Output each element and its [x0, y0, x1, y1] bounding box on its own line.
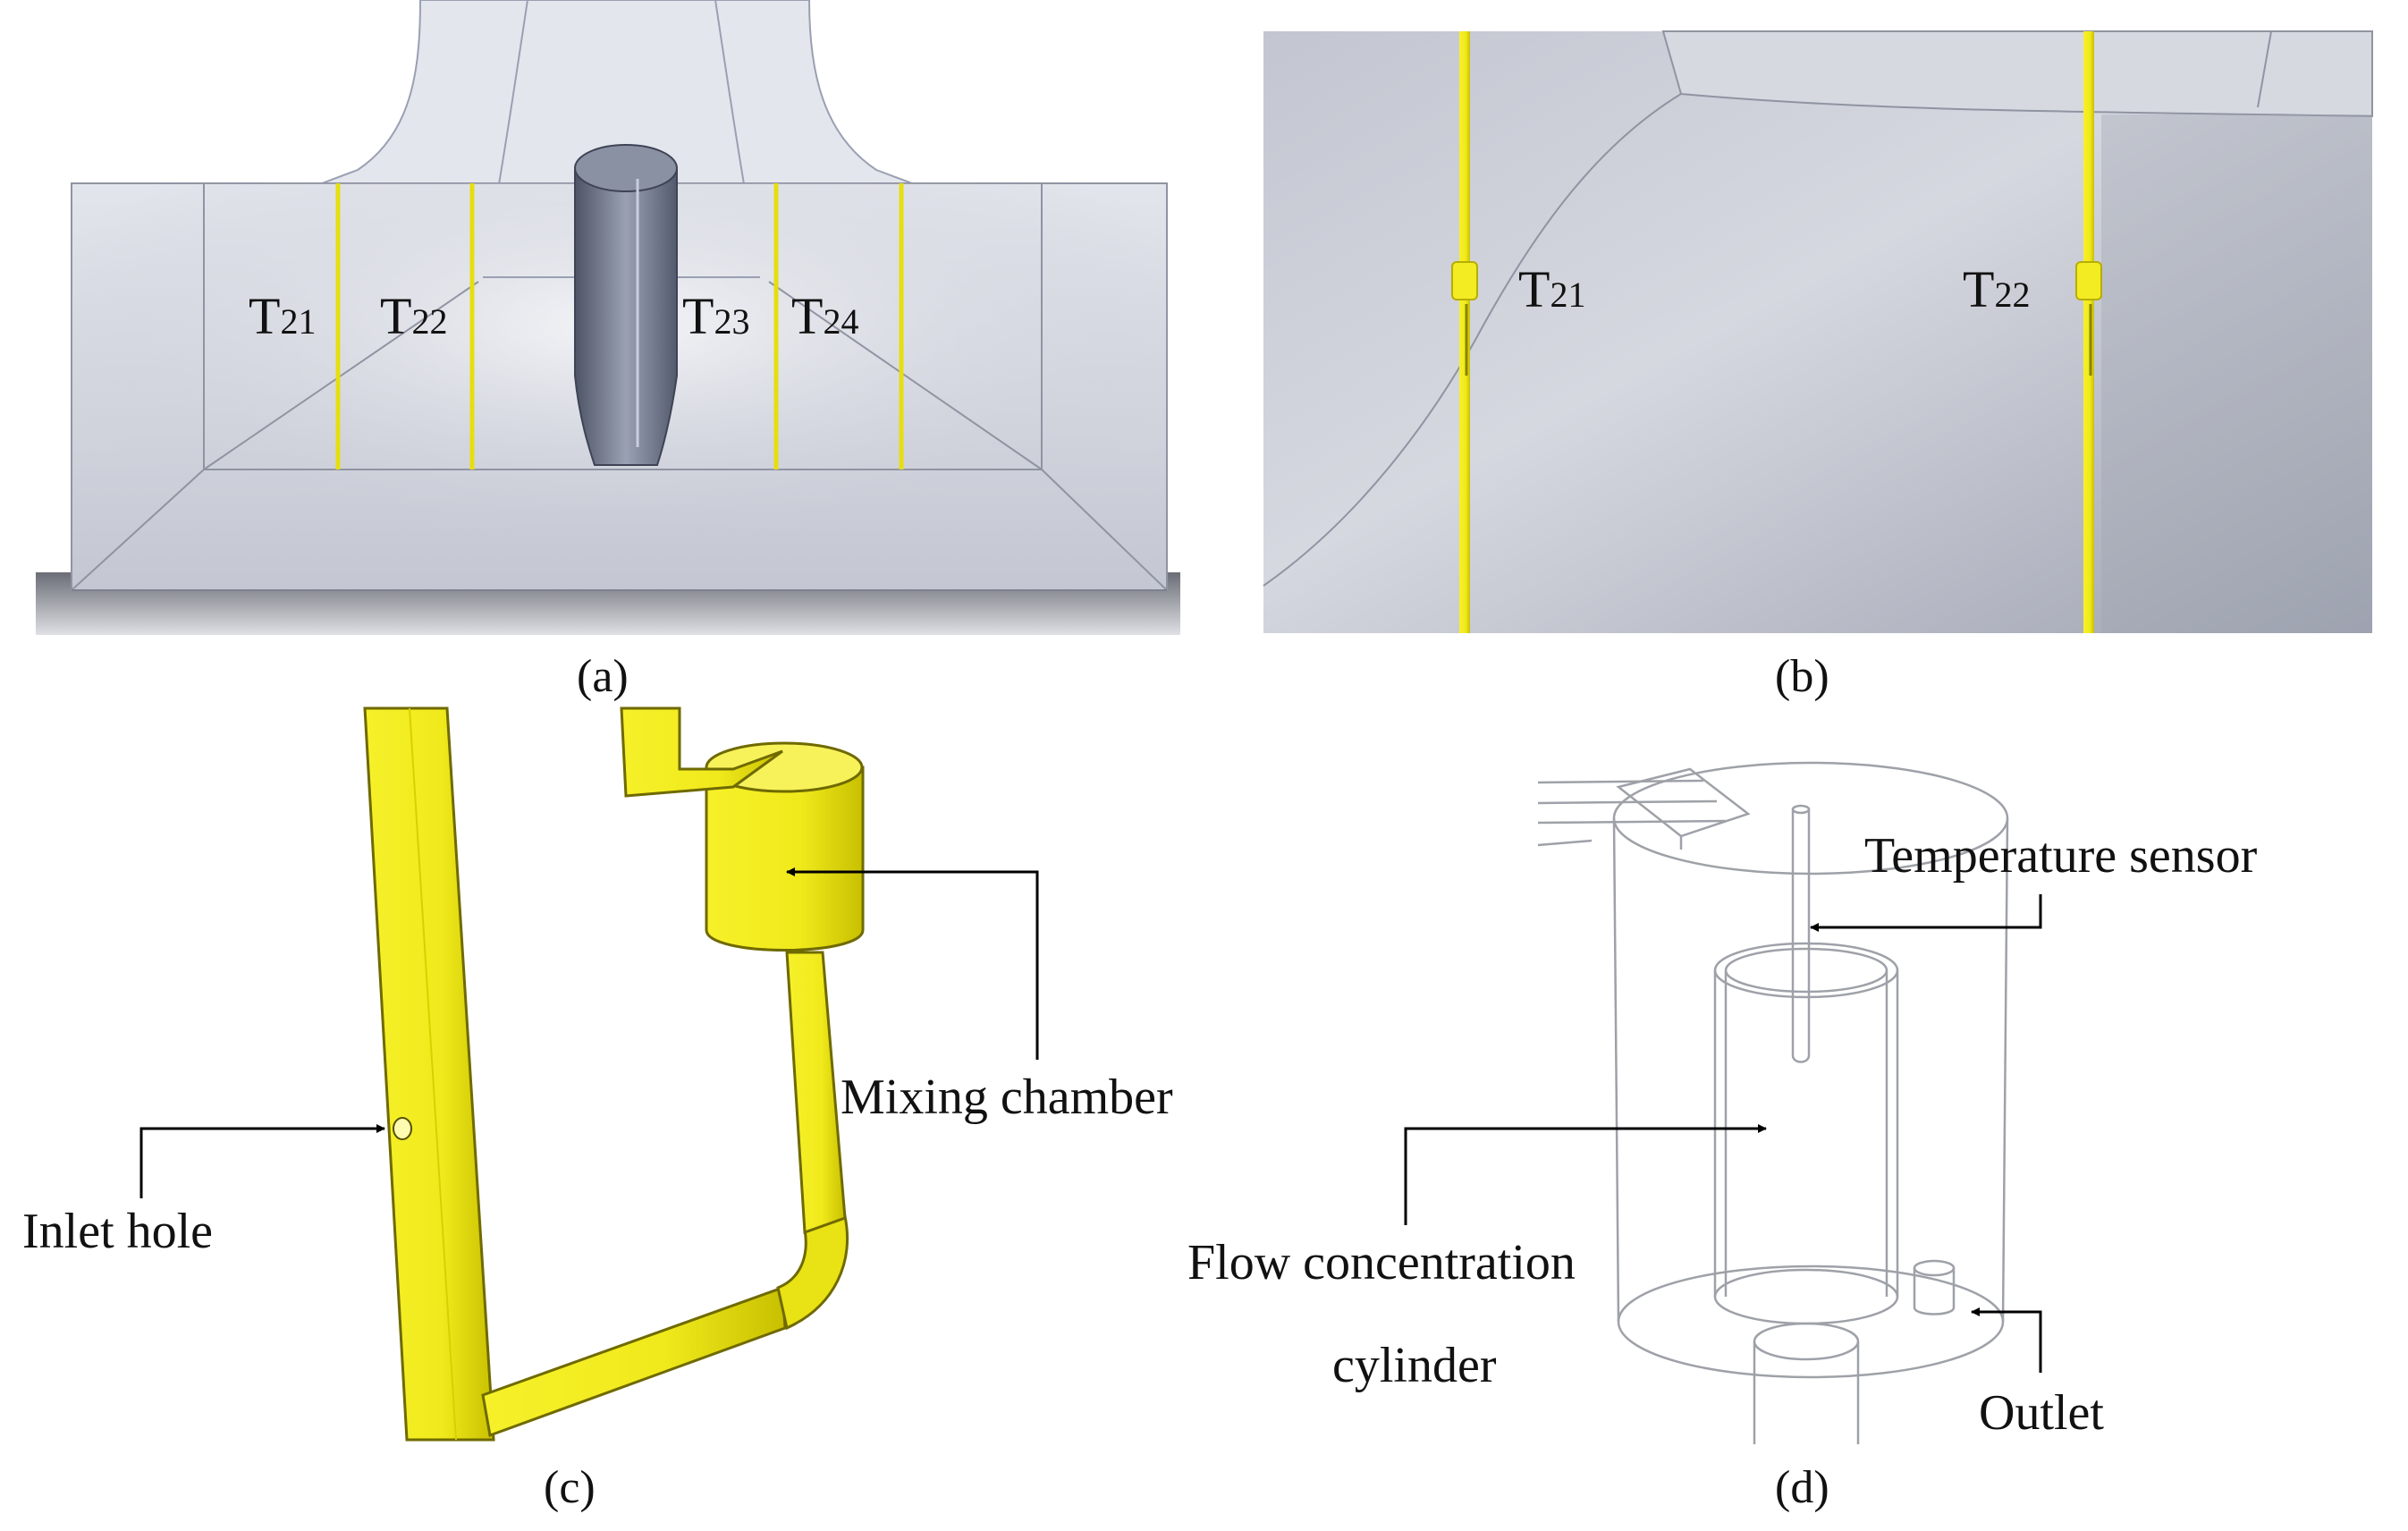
- panel-c-main-pipe-edge: [409, 707, 457, 1441]
- panel-a-rod: [574, 169, 678, 466]
- panel-a-diag-right: [768, 281, 1043, 470]
- panel-d-outlet-body: [1913, 1268, 1956, 1315]
- panel-a: T21 T22 T23 T24 (a): [36, 0, 1180, 702]
- panel-c-feed-duct: [620, 706, 783, 798]
- panel-d-inner-bottom: [1713, 1268, 1899, 1325]
- mixing-chamber: [705, 766, 865, 952]
- panel-c-main-pipe: [363, 706, 495, 1442]
- panel-c-riser-pipe: [785, 951, 847, 1235]
- panel-c-bottom-pipe: [481, 1285, 787, 1438]
- panel-b-curve: [1263, 93, 1682, 587]
- temperature-sensor-arrow: [1810, 894, 2042, 932]
- flow-cylinder-label-line2: cylinder: [1332, 1338, 1497, 1393]
- panel-c: Mixing chamber Inlet hole (c): [22, 706, 1173, 1513]
- panel-c-caption: (c): [544, 1462, 596, 1513]
- inlet-hole-arrow: [139, 1124, 385, 1198]
- panel-b-edge-right: [2257, 30, 2272, 108]
- flow-cylinder-arrow: [1404, 1124, 1767, 1225]
- panel-b-wire-t22: [2083, 31, 2094, 633]
- panel-d-inner-top: [1713, 942, 1899, 999]
- panel-b-label-t22: T22: [1963, 260, 2030, 318]
- temperature-sensor-label: Temperature sensor: [1864, 828, 2258, 884]
- panel-b-right-shade: [2101, 114, 2372, 633]
- panel-d-outlet-top: [1913, 1259, 1956, 1277]
- panel-d-outer-bottom: [1617, 1265, 2005, 1379]
- panel-a-label-t24: T24: [791, 287, 858, 345]
- panel-a-label-t21: T21: [249, 287, 316, 345]
- panel-c-elbow: [776, 1214, 849, 1331]
- inlet-hole: [393, 1117, 412, 1140]
- panel-a-inner-frame: [71, 183, 1168, 591]
- mixing-chamber-arrow: [786, 867, 1039, 1060]
- panel-b-caption: (b): [1775, 651, 1829, 702]
- panel-b-background: [1263, 31, 2372, 633]
- panel-b-label-t21: T21: [1518, 260, 1585, 318]
- panel-d-bottom-pipe-top: [1753, 1322, 1860, 1361]
- mixing-chamber-label: Mixing chamber: [841, 1070, 1173, 1125]
- outlet-arrow: [1971, 1307, 2042, 1373]
- panel-a-caption: (a): [577, 651, 629, 702]
- panel-b-sensor-tip-t22: [2075, 261, 2102, 300]
- panel-d-inlet-channel: [1537, 779, 1727, 847]
- panel-a-diag-left: [203, 281, 479, 470]
- outlet-label: Outlet: [1979, 1385, 2104, 1441]
- panel-d-outer-right: [2001, 817, 2009, 1323]
- panel-d-caption: (d): [1775, 1462, 1829, 1513]
- panel-d-sensor-top: [1791, 804, 1811, 815]
- panel-b-sensor-tip-t21: [1451, 261, 1478, 300]
- panel-d: [1537, 761, 2009, 1444]
- panel-d-inner-top2: [1724, 947, 1888, 994]
- panel-d-temperature-sensor: [1791, 809, 1811, 1063]
- panel-d-top-box: [1616, 767, 1751, 850]
- panel-b-upper-surface: [1661, 30, 2373, 118]
- panel-a-label-t23: T23: [682, 287, 749, 345]
- inlet-hole-label: Inlet hole: [22, 1204, 213, 1259]
- panel-d-outer-left: [1612, 817, 1620, 1323]
- panel-a-rod-top: [574, 144, 678, 192]
- panel-b-wire-t21: [1459, 31, 1470, 633]
- flow-cylinder-label-line1: Flow concentration: [1187, 1235, 1576, 1290]
- panel-d-annotations: Temperature sensor Flow concentration cy…: [1187, 828, 2258, 1513]
- panel-b: T21 T22 (b): [1263, 30, 2373, 702]
- panel-a-label-t22: T22: [380, 287, 447, 345]
